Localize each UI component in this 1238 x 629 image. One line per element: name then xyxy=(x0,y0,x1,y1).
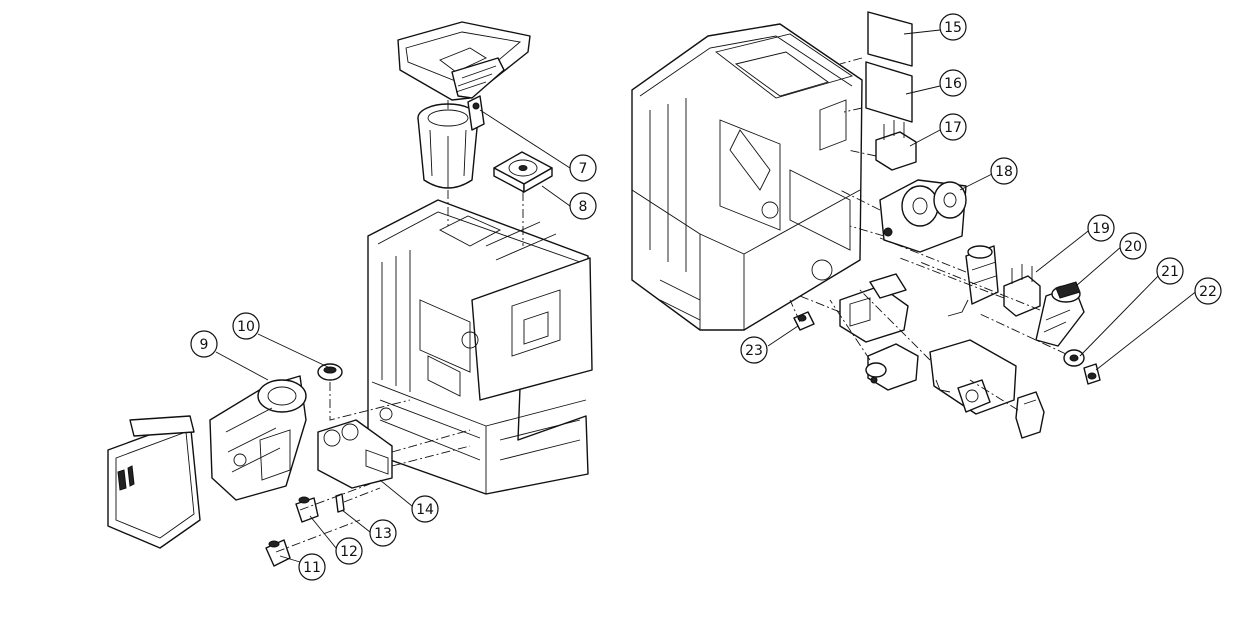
callout-17: 17 xyxy=(939,113,967,141)
svg-text:19: 19 xyxy=(1092,221,1110,237)
right-housing-part xyxy=(631,23,863,331)
svg-text:22: 22 xyxy=(1199,284,1217,300)
connector-part-11 xyxy=(265,539,291,567)
transformer-17-part xyxy=(875,120,917,171)
bracket-assembly-part xyxy=(929,339,1017,415)
side-panel-part xyxy=(107,415,201,549)
nipple-22-part xyxy=(1083,363,1101,385)
callout-16: 16 xyxy=(939,69,967,97)
callout-14: 14 xyxy=(411,495,439,523)
fan-part xyxy=(493,151,553,193)
circuit-board-15-part xyxy=(867,11,913,67)
svg-text:7: 7 xyxy=(579,161,588,177)
svg-text:14: 14 xyxy=(416,502,434,518)
left-housing-part xyxy=(367,199,593,495)
svg-text:21: 21 xyxy=(1161,264,1179,280)
svg-text:16: 16 xyxy=(944,76,962,92)
grinder-unit-part xyxy=(417,95,485,189)
callout-12: 12 xyxy=(335,537,363,565)
callout-10: 10 xyxy=(232,312,260,340)
svg-text:8: 8 xyxy=(579,199,588,215)
valve-small-part xyxy=(1015,391,1045,439)
connector-23-part xyxy=(793,311,815,331)
callout-13: 13 xyxy=(369,519,397,547)
callout-23: 23 xyxy=(740,336,768,364)
svg-text:11: 11 xyxy=(303,560,321,576)
svg-text:17: 17 xyxy=(944,120,962,136)
callout-11: 11 xyxy=(298,553,326,581)
callout-8: 8 xyxy=(569,192,597,220)
relay-19-part xyxy=(1003,264,1041,317)
valve-block-part xyxy=(317,419,393,489)
solenoid-valve-part xyxy=(839,273,909,343)
boiler-18-part xyxy=(879,179,967,253)
svg-text:15: 15 xyxy=(944,20,962,36)
callout-9: 9 xyxy=(190,330,218,358)
circuit-board-16-part xyxy=(865,61,913,123)
callout-21: 21 xyxy=(1156,257,1184,285)
callout-15: 15 xyxy=(939,13,967,41)
callout-20: 20 xyxy=(1119,232,1147,260)
svg-text:23: 23 xyxy=(745,343,763,359)
sensor-21-part xyxy=(1063,349,1085,367)
svg-text:10: 10 xyxy=(237,319,255,335)
sensor-part-10 xyxy=(317,363,343,381)
pump-part xyxy=(947,245,999,317)
svg-text:12: 12 xyxy=(340,544,358,560)
callout-22: 22 xyxy=(1194,277,1222,305)
callout-18: 18 xyxy=(990,157,1018,185)
svg-text:18: 18 xyxy=(995,164,1013,180)
connector-part-12 xyxy=(295,496,319,523)
svg-text:9: 9 xyxy=(200,337,209,353)
tank-lid-part xyxy=(397,21,531,101)
svg-text:13: 13 xyxy=(374,526,392,542)
water-pump-part xyxy=(865,343,919,391)
brew-group-part xyxy=(209,375,307,501)
callout-7: 7 xyxy=(569,154,597,182)
pin-part-13 xyxy=(335,493,345,513)
callout-19: 19 xyxy=(1087,214,1115,242)
svg-text:20: 20 xyxy=(1124,239,1142,255)
flowmeter-20-part xyxy=(1035,281,1085,347)
